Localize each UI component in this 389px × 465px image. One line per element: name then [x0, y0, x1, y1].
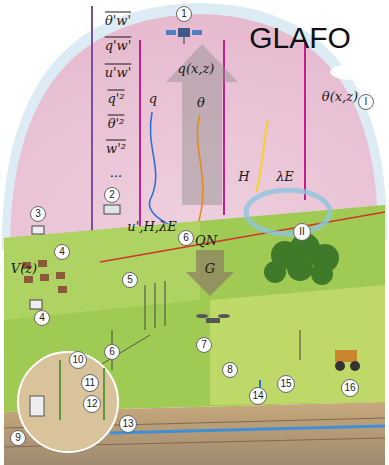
variable-label: q(x,z) [178, 62, 215, 75]
callout-number: 13 [122, 419, 133, 429]
callout-circle [105, 345, 120, 360]
profile-line [304, 40, 306, 200]
callout-number: 1 [181, 9, 187, 19]
satellite [166, 28, 202, 44]
callout-number: 14 [252, 391, 263, 401]
humidity-profile [149, 112, 182, 232]
callout-circle [11, 431, 26, 446]
callout-circle [294, 224, 311, 241]
variable-label: QN [195, 234, 217, 247]
callout-circle [35, 311, 50, 326]
variable-label: λE [276, 170, 294, 183]
groundwater [110, 426, 385, 433]
callout-circle [55, 245, 70, 260]
zoom-circle [18, 352, 118, 452]
circulation-arrow [246, 190, 330, 234]
callout-circle [82, 375, 99, 392]
variable-label: w'² [106, 142, 126, 155]
profile-line [223, 40, 225, 215]
variable-label: u'w' [105, 66, 132, 79]
callout-circle [179, 231, 194, 246]
callout-number: 6 [183, 233, 189, 243]
callout-circle [342, 380, 359, 397]
atmosphere-outer [2, 3, 387, 250]
callout-number: 4 [59, 247, 65, 257]
callout-number: 10 [72, 355, 83, 365]
variable-label: q'w' [105, 39, 132, 52]
callout-number: 6 [109, 347, 115, 357]
ground-heat-arrow [186, 250, 234, 296]
callout-circle [31, 207, 46, 222]
callout-number: 15 [280, 379, 291, 389]
callout-number: 7 [201, 340, 207, 350]
callout-circle [105, 188, 120, 203]
variable-label: q [149, 92, 157, 105]
atmosphere-dome [10, 14, 378, 245]
variable-label: θ [197, 96, 205, 109]
callout-circle [278, 376, 295, 393]
callout-number: 8 [227, 365, 233, 375]
variable-label: V(z) [11, 262, 37, 275]
variable-label: q'² [107, 92, 124, 105]
callout-number: 2 [109, 190, 115, 200]
callout-circle [84, 396, 101, 413]
callout-number: 4 [39, 313, 45, 323]
callout-number: 5 [127, 275, 133, 285]
variable-label: G [205, 262, 215, 275]
tractor [335, 350, 360, 371]
callout-number: II [299, 227, 305, 237]
profile-line [139, 40, 141, 240]
temperature-profile [196, 114, 203, 230]
callout-number: 11 [85, 378, 95, 388]
title: GLAFO [249, 23, 351, 53]
callout-number: 3 [35, 209, 41, 219]
variable-label: θ(x,z) [322, 90, 358, 103]
callout-number: 9 [15, 433, 21, 443]
variable-label: θ'w' [105, 14, 131, 27]
variable-label: H [238, 170, 249, 183]
crop-plants [60, 360, 104, 420]
drone [196, 314, 230, 323]
callout-circle [250, 388, 267, 405]
callout-circle [177, 7, 192, 22]
callout-circle [123, 273, 138, 288]
variable-label: ... [110, 166, 122, 179]
callout-number: 12 [86, 399, 97, 409]
variable-label: u',H,λE [127, 220, 176, 233]
cloud [330, 64, 374, 80]
transect-line [100, 212, 385, 262]
callout-number: 16 [344, 383, 355, 393]
soil-sensor [30, 396, 44, 416]
variable-label: θ'² [108, 117, 125, 130]
field-patch [4, 221, 200, 320]
callout-number: I [365, 97, 368, 107]
callout-circle [359, 95, 374, 110]
instruments [30, 205, 300, 370]
callout-circle [120, 416, 137, 433]
callout-circle [70, 352, 87, 369]
radiation-ray [256, 120, 268, 192]
callout-circle [223, 363, 238, 378]
callout-circle [197, 338, 212, 353]
field-patch [210, 285, 385, 405]
